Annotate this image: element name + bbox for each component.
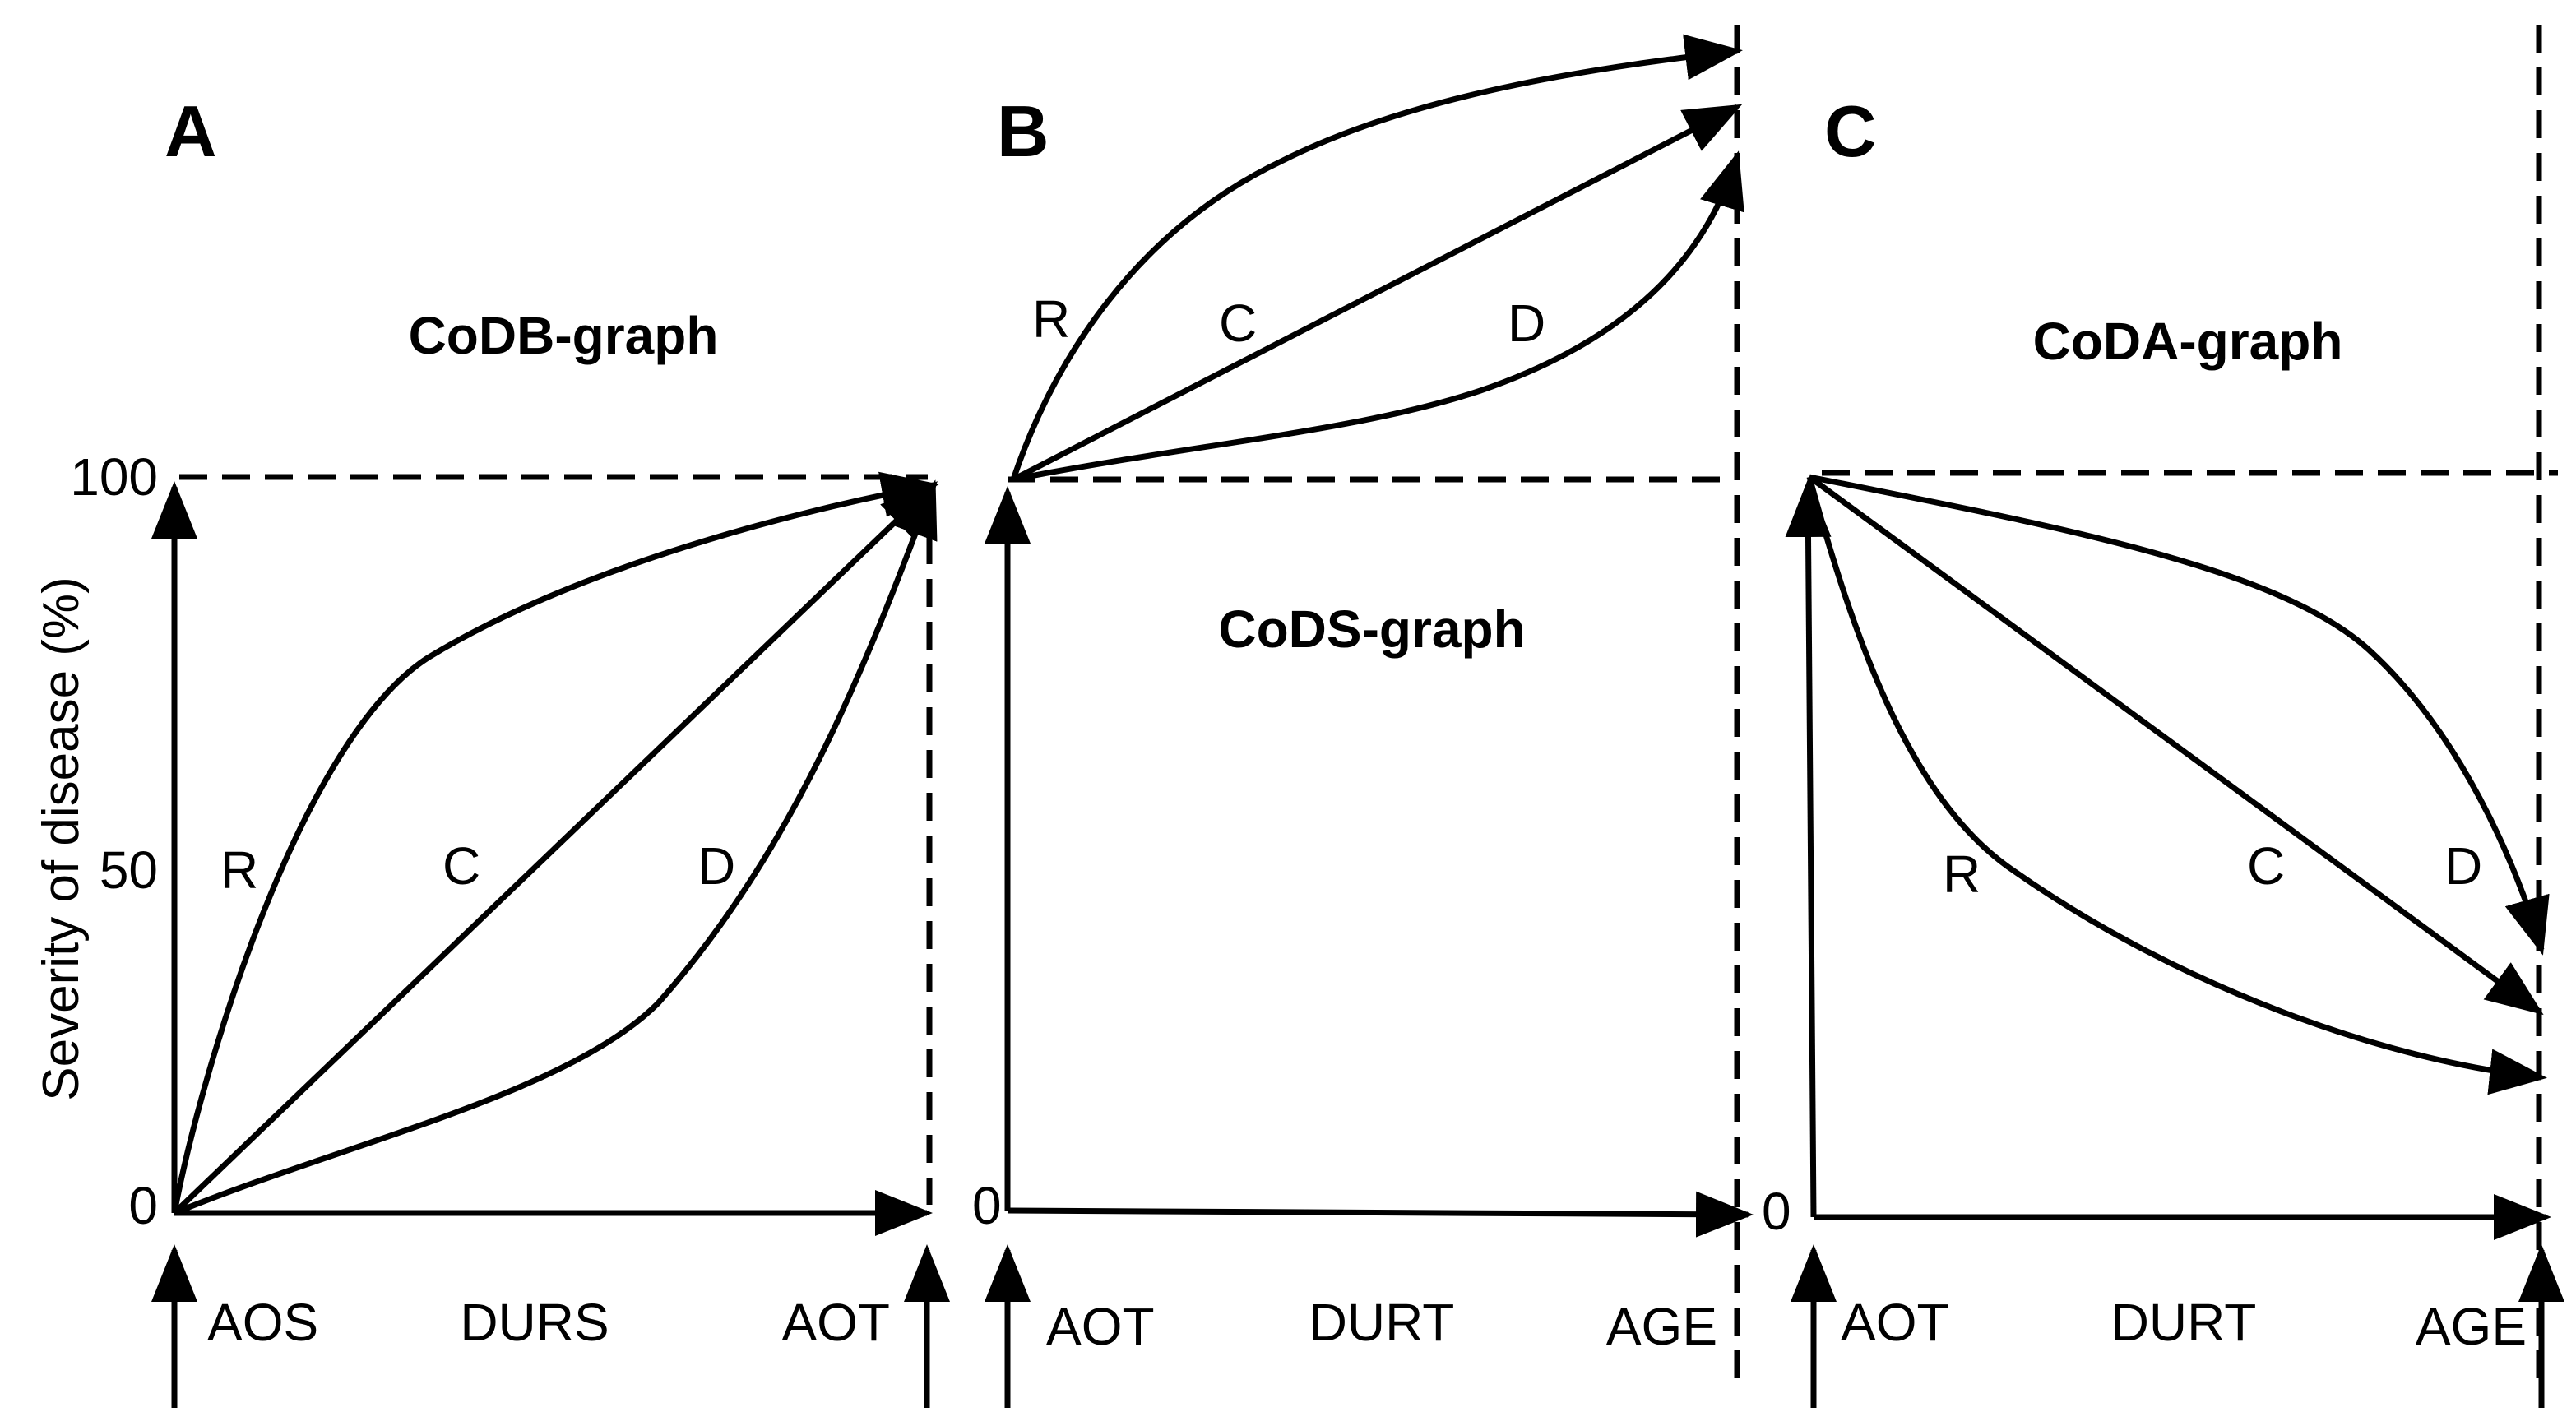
panel-a-label-c: C <box>442 836 480 896</box>
panel-b-label-d: D <box>1508 294 1545 353</box>
panel-b-curves <box>1010 34 1744 483</box>
panel-a-segment-3: AOT <box>781 1293 890 1352</box>
panel-a: A CoDB-graph 100 50 0 Severity of diseas… <box>33 90 950 1408</box>
y-axis-title: Severity of disease (%) <box>33 576 90 1100</box>
panel-c-axes <box>1785 25 2558 1390</box>
y-tick-50: 50 <box>100 840 158 900</box>
panel-c-label-r: R <box>1943 845 1981 904</box>
panel-a-curve-d <box>173 479 938 1216</box>
panel-a-label-d: D <box>697 836 735 896</box>
panel-c-segment-3: AGE <box>2416 1297 2527 1356</box>
panel-a-title: CoDB-graph <box>409 306 719 365</box>
panel-a-segment-2: DURS <box>460 1293 609 1352</box>
panel-a-curves <box>171 471 939 1216</box>
panel-c-curve-c <box>1807 475 2544 1016</box>
panel-a-label-r: R <box>220 840 258 900</box>
panel-c-segment-1: AOT <box>1841 1293 1949 1352</box>
panel-b-segment-1: AOT <box>1046 1297 1155 1356</box>
panel-c-y-axis <box>1785 479 1832 1218</box>
panel-b-curve-c <box>1012 104 1743 483</box>
panel-a-segment-markers <box>151 1244 950 1408</box>
panel-b-curve-d <box>1012 150 1744 483</box>
panel-b-axes <box>985 25 1754 1390</box>
panel-a-axes <box>151 474 933 1236</box>
panel-a-curve-r <box>171 471 939 1214</box>
panel-c-zero: 0 <box>1762 1182 1791 1241</box>
y-tick-0: 0 <box>128 1176 158 1235</box>
panel-c: C CoDA-graph 0 R C D AOT DURT AGE <box>1762 25 2564 1408</box>
panel-b-segment-3: AGE <box>1606 1297 1717 1356</box>
panel-b-segment-2: DURT <box>1309 1293 1455 1352</box>
panel-b-letter: B <box>997 90 1049 172</box>
panel-b-label-r: R <box>1032 289 1070 349</box>
panel-b: B CoDS-graph 0 R C D AOT DURT AGE <box>972 25 1754 1408</box>
panel-c-letter: C <box>1824 90 1877 172</box>
panel-c-title: CoDA-graph <box>2033 312 2343 371</box>
panel-b-zero: 0 <box>972 1176 1002 1235</box>
panel-c-curve-d <box>1809 474 2550 956</box>
panel-c-segment-markers <box>1791 1244 2564 1408</box>
panel-b-x-axis <box>1007 1191 1754 1238</box>
panel-c-segment-2: DURT <box>2111 1293 2257 1352</box>
panel-c-label-d: D <box>2444 836 2482 896</box>
panel-c-curve-r <box>1806 476 2547 1095</box>
panel-a-curve-c <box>172 481 938 1215</box>
panel-a-segment-1: AOS <box>207 1293 318 1352</box>
y-tick-100: 100 <box>70 447 158 507</box>
panel-a-letter: A <box>164 90 217 172</box>
panel-c-curves <box>1806 474 2550 1095</box>
panel-b-label-c: C <box>1219 294 1257 353</box>
panel-b-title: CoDS-graph <box>1218 600 1525 659</box>
panel-c-label-c: C <box>2247 836 2285 896</box>
panel-b-curve-r <box>1010 34 1743 481</box>
